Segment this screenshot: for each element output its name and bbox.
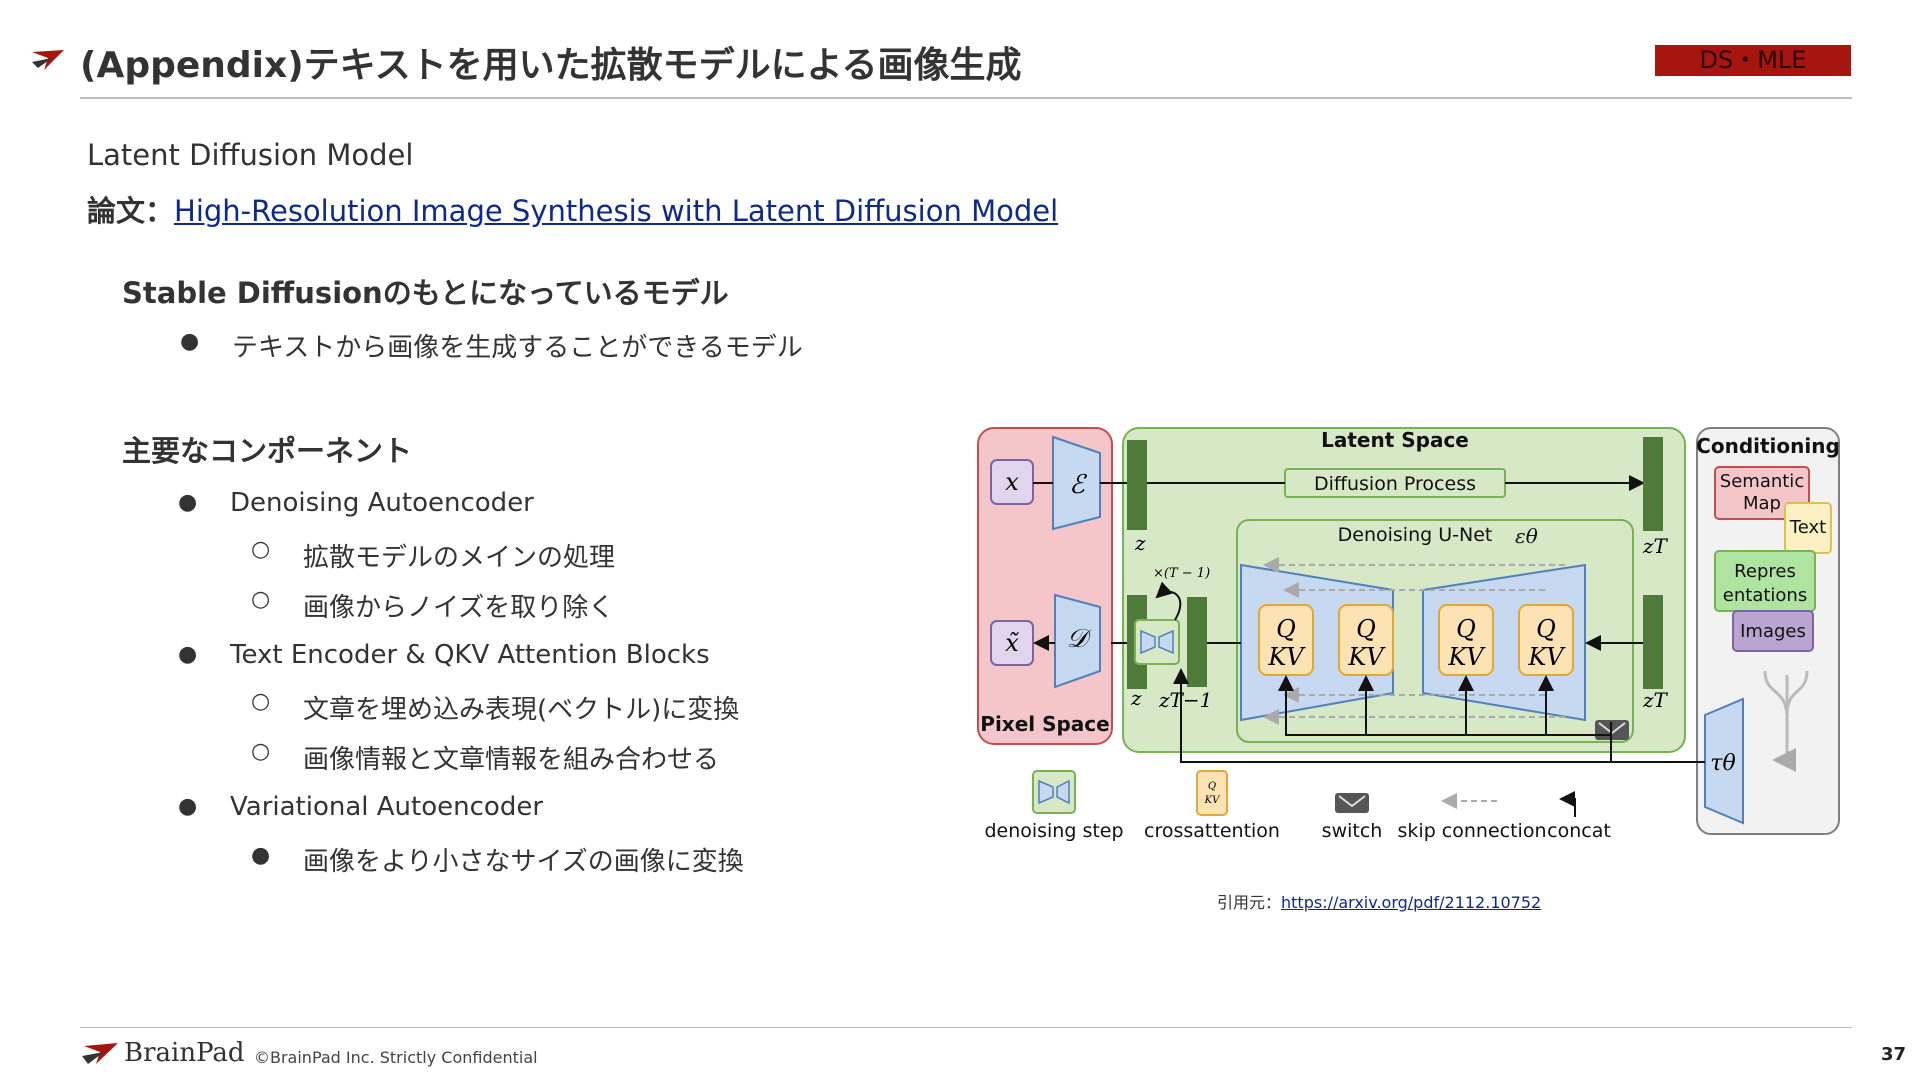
conditioning-label: Conditioning [1696,434,1840,458]
x-tilde-label: x̃ [1005,629,1019,657]
qkv-block: Q KV [1258,604,1314,676]
component-item-1: ● Denoising Autoencoder [178,488,534,518]
component-item-3: ● Variational Autoencoder [178,792,544,822]
semantic-map-label: Semantic [1720,471,1804,492]
component-sub: ○ 画像情報と文章情報を組み合わせる [251,739,720,776]
footer-divider [80,1027,1852,1028]
section1-bullet: ● テキストから画像を生成することができるモデル [180,327,803,364]
concat-icon [1559,791,1576,817]
footer-brand: BrainPad [124,1038,245,1068]
zt-label-2: zT [1642,688,1669,712]
citation-link[interactable]: https://arxiv.org/pdf/2112.10752 [1281,893,1542,912]
model-name: Latent Diffusion Model [87,138,414,172]
circle-bullet-icon: ○ [251,739,271,764]
times-label: ×(T − 1) [1153,566,1210,581]
z-label-2: z [1130,686,1142,710]
footer-logo-icon [80,1040,120,1072]
pixel-space-label: Pixel Space [980,712,1109,736]
z-label: z [1134,531,1146,555]
encoder-label: ℰ [1069,470,1087,500]
diffusion-process-label: Diffusion Process [1314,473,1476,495]
section2-heading: 主要なコンポーネント [122,434,413,468]
component-sub-text: 画像からノイズを取り除く [303,593,615,623]
circle-bullet-icon: ○ [251,587,271,612]
role-tag: DS・MLE [1655,45,1851,76]
zt1-label: zT−1 [1158,688,1212,712]
citation: 引用元：https://arxiv.org/pdf/2112.10752 [1217,889,1541,913]
eps-label: εθ [1515,524,1538,548]
ldm-architecture-diagram: Pixel Space x ℰ x̃ 𝒟 Latent Space z Diff… [975,425,1845,859]
paper-prefix: 論文： [87,194,175,228]
component-sub: ○ 文章を埋め込み表現(ベクトル)に変換 [251,689,740,726]
text-label: Text [1789,517,1826,538]
svg-text:KV: KV [1447,643,1486,671]
svg-text:Q: Q [1208,781,1216,792]
bullet-icon: ● [178,490,198,515]
component-item-2: ● Text Encoder & QKV Attention Blocks [178,640,710,670]
citation-prefix: 引用元： [1217,893,1282,912]
svg-text:KV: KV [1347,643,1386,671]
qkv-block: Q KV [1438,604,1494,676]
circle-bullet-icon: ○ [251,689,271,714]
latent-space-label: Latent Space [1321,428,1469,452]
tau-label: τθ [1710,751,1735,776]
component-sub: ○ 画像からノイズを取り除く [251,587,615,624]
component-sub: ○ 拡散モデルのメインの処理 [251,537,616,574]
header-divider [80,97,1852,99]
footer-copyright: ©BrainPad Inc. Strictly Confidential [254,1048,538,1067]
x-label: x [1005,468,1019,496]
component-label: Text Encoder & QKV Attention Blocks [230,640,710,670]
qkv-block: Q KV [1338,604,1394,676]
zt-label: zT [1642,534,1669,558]
images-label: Images [1740,621,1806,642]
crossattention-icon [1196,770,1228,816]
section1-bullet-text: テキストから画像を生成することができるモデル [232,333,803,363]
component-sub-text: 画像情報と文章情報を組み合わせる [303,745,720,775]
svg-text:Q: Q [1456,615,1476,643]
svg-text:Q: Q [1276,615,1296,643]
legend-crossattention: crossattention [1144,820,1280,842]
denoising-step-icon [1032,770,1076,814]
svg-text:entations: entations [1723,585,1807,606]
page-title: (Appendix)テキストを用いた拡散モデルによる画像生成 [80,45,1022,86]
component-sub-text: 文章を埋め込み表現(ベクトル)に変換 [303,695,740,725]
legend-denoising-step: denoising step [984,820,1123,842]
svg-text:Map: Map [1743,493,1781,514]
bullet-icon: ● [178,642,198,667]
svg-text:KV: KV [1267,643,1306,671]
paper-line: 論文：High-Resolution Image Synthesis with … [87,188,1058,230]
legend-skip-connection: skip connection [1398,820,1547,842]
paper-link[interactable]: High-Resolution Image Synthesis with Lat… [174,194,1059,228]
qkv-block: Q KV [1518,604,1574,676]
circle-bullet-icon: ○ [251,537,271,562]
legend-concat: concat [1547,820,1611,842]
svg-text:KV: KV [1527,643,1566,671]
svg-text:KV: KV [1204,795,1221,806]
representations-label: Repres [1734,561,1796,582]
component-sub-text: 拡散モデルのメインの処理 [303,543,616,573]
svg-text:Q: Q [1356,615,1376,643]
switch-icon [1335,793,1369,813]
component-label: Variational Autoencoder [230,792,544,822]
page-number: 37 [1880,1044,1906,1065]
component-sub-text: 画像をより小さなサイズの画像に変換 [303,847,744,877]
component-label: Denoising Autoencoder [230,488,534,518]
legend-switch: switch [1322,820,1383,842]
bullet-icon: ● [178,794,198,819]
unet-label: Denoising U-Net [1338,524,1493,546]
brainpad-logo-icon [30,48,66,78]
bullet-icon: ● [251,843,271,868]
section1-heading: Stable Diffusionのもとになっているモデル [122,276,729,310]
component-sub: ● 画像をより小さなサイズの画像に変換 [251,841,744,878]
svg-text:Q: Q [1536,615,1556,643]
bullet-icon: ● [180,329,200,354]
